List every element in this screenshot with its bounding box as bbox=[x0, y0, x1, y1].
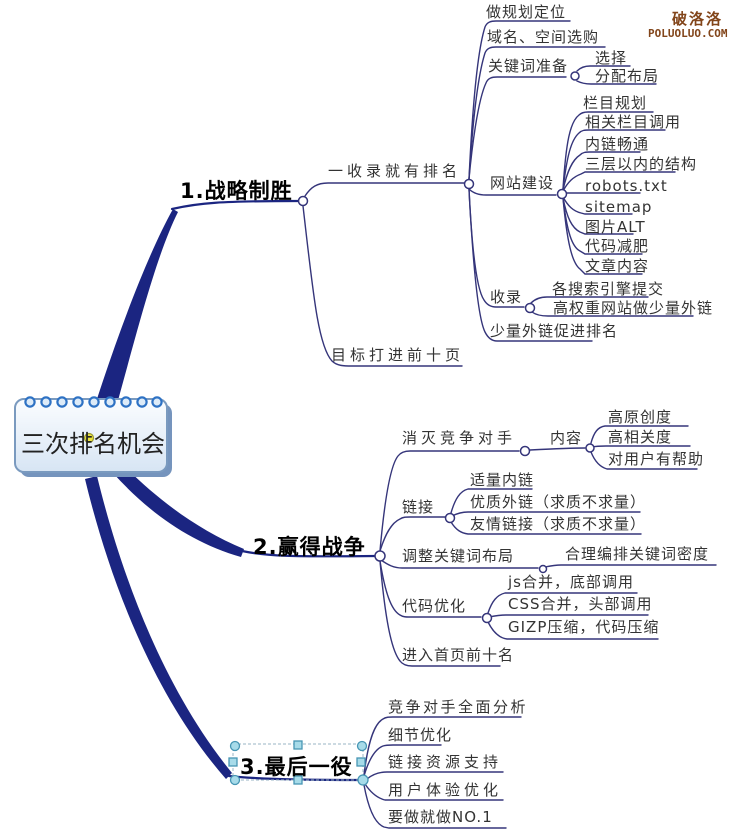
node-link-resource-support[interactable]: 链接资源支持 bbox=[388, 753, 503, 771]
node-keyword-allocate-layout[interactable]: 分配布局 bbox=[595, 67, 660, 85]
branch-win-war-label[interactable]: 2.赢得战争 bbox=[253, 535, 366, 559]
node-friend-links[interactable]: 友情链接（求质不求量） bbox=[470, 515, 647, 533]
node-column-planning[interactable]: 栏目规划 bbox=[583, 94, 648, 112]
node-moderate-internal-links[interactable]: 适量内链 bbox=[470, 471, 535, 489]
node-css-merge-head[interactable]: CSS合并，头部调用 bbox=[508, 595, 653, 613]
branch-strategy-label[interactable]: 1.战略制胜 bbox=[180, 179, 293, 203]
node-high-relevance[interactable]: 高相关度 bbox=[608, 428, 673, 446]
branch-label-underlines bbox=[170, 199, 378, 782]
selection-handle[interactable] bbox=[356, 740, 368, 752]
selection-handle[interactable] bbox=[357, 774, 369, 786]
node-indexed-means-ranked[interactable]: 一收录就有排名 bbox=[328, 162, 462, 180]
selection-handles bbox=[228, 740, 369, 786]
selection-handle[interactable] bbox=[229, 774, 241, 786]
node-high-originality[interactable]: 高原创度 bbox=[608, 408, 673, 426]
node-search-engine-submission[interactable]: 各搜索引擎提交 bbox=[552, 280, 665, 298]
node-site-building[interactable]: 网站建设 bbox=[490, 174, 555, 192]
branch-final-battle-label[interactable]: 3.最后一役 bbox=[240, 755, 353, 779]
node-gzip-code-compress[interactable]: GIZP压缩，代码压缩 bbox=[508, 618, 660, 636]
node-ux-optimization[interactable]: 用户体验优化 bbox=[388, 781, 503, 799]
connector-lines bbox=[302, 20, 717, 829]
node-competitor-full-analysis[interactable]: 竞争对手全面分析 bbox=[388, 698, 529, 716]
node-eliminate-competitors[interactable]: 消灭竞争对手 bbox=[402, 429, 517, 447]
selection-handle[interactable] bbox=[229, 740, 241, 752]
fork-circle-icon[interactable] bbox=[463, 178, 475, 190]
fork-circle-icon[interactable] bbox=[297, 195, 309, 207]
fork-circle-icon[interactable] bbox=[444, 512, 456, 524]
fork-circles bbox=[297, 71, 595, 624]
node-code-optimization[interactable]: 代码优化 bbox=[402, 597, 467, 615]
node-article-content[interactable]: 文章内容 bbox=[585, 257, 650, 275]
watermark-name: 破洛洛 bbox=[672, 10, 724, 28]
selection-handle[interactable] bbox=[293, 775, 303, 785]
selection-handle[interactable] bbox=[293, 740, 303, 750]
fork-circle-icon[interactable] bbox=[519, 445, 531, 457]
node-js-merge-bottom[interactable]: js合并，底部调用 bbox=[508, 573, 634, 591]
node-links[interactable]: 链接 bbox=[402, 498, 435, 516]
node-sitemap[interactable]: sitemap bbox=[585, 198, 653, 216]
node-code-slimming[interactable]: 代码减肥 bbox=[585, 237, 650, 255]
yellow-marker-icon bbox=[83, 432, 95, 444]
node-quality-external-links[interactable]: 优质外链（求质不求量） bbox=[470, 493, 647, 511]
node-keyword-preparation[interactable]: 关键词准备 bbox=[488, 57, 569, 75]
fork-circle-icon[interactable] bbox=[524, 302, 536, 314]
fork-circle-icon[interactable] bbox=[556, 188, 568, 200]
node-enter-homepage-top10[interactable]: 进入首页前十名 bbox=[402, 646, 515, 664]
selection-handle[interactable] bbox=[356, 757, 366, 767]
node-goal-top10-pages[interactable]: 目标打进前十页 bbox=[331, 346, 465, 364]
selection-handle[interactable] bbox=[228, 757, 238, 767]
fork-circle-icon[interactable] bbox=[570, 71, 580, 81]
node-keyword-select[interactable]: 选择 bbox=[595, 49, 628, 67]
node-helpful-to-users[interactable]: 对用户有帮助 bbox=[608, 450, 705, 468]
watermark-domain: POLUOLUO.COM bbox=[648, 27, 728, 40]
fork-circle-icon[interactable] bbox=[585, 443, 595, 453]
node-content[interactable]: 内容 bbox=[550, 429, 583, 447]
node-domain-space-purchase[interactable]: 域名、空间选购 bbox=[487, 28, 600, 46]
fork-circle-icon[interactable] bbox=[374, 550, 386, 562]
node-keyword-density[interactable]: 合理编排关键词密度 bbox=[565, 545, 710, 563]
node-be-number-one[interactable]: 要做就做NO.1 bbox=[388, 808, 493, 826]
node-adjust-keyword-layout[interactable]: 调整关键词布局 bbox=[402, 547, 515, 565]
fork-circle-icon[interactable] bbox=[481, 612, 493, 624]
node-few-links-boost-ranking[interactable]: 少量外链促进排名 bbox=[490, 322, 619, 340]
node-robots-txt[interactable]: robots.txt bbox=[585, 177, 668, 195]
spiral-binding-icon bbox=[24, 396, 163, 408]
fork-circle-icon[interactable] bbox=[538, 564, 548, 574]
node-detail-optimization[interactable]: 细节优化 bbox=[388, 726, 453, 744]
node-plan-positioning[interactable]: 做规划定位 bbox=[486, 3, 567, 21]
root-topic[interactable]: 三次排名机会 bbox=[21, 430, 165, 458]
node-three-layer-structure[interactable]: 三层以内的结构 bbox=[585, 155, 698, 173]
node-related-column-calls[interactable]: 相关栏目调用 bbox=[585, 113, 682, 131]
node-high-weight-site-links[interactable]: 高权重网站做少量外链 bbox=[553, 299, 714, 317]
node-indexing[interactable]: 收录 bbox=[490, 288, 523, 306]
main-branch-curves bbox=[85, 209, 244, 779]
node-image-alt[interactable]: 图片ALT bbox=[585, 218, 646, 236]
node-internal-links-flow[interactable]: 内链畅通 bbox=[585, 135, 650, 153]
